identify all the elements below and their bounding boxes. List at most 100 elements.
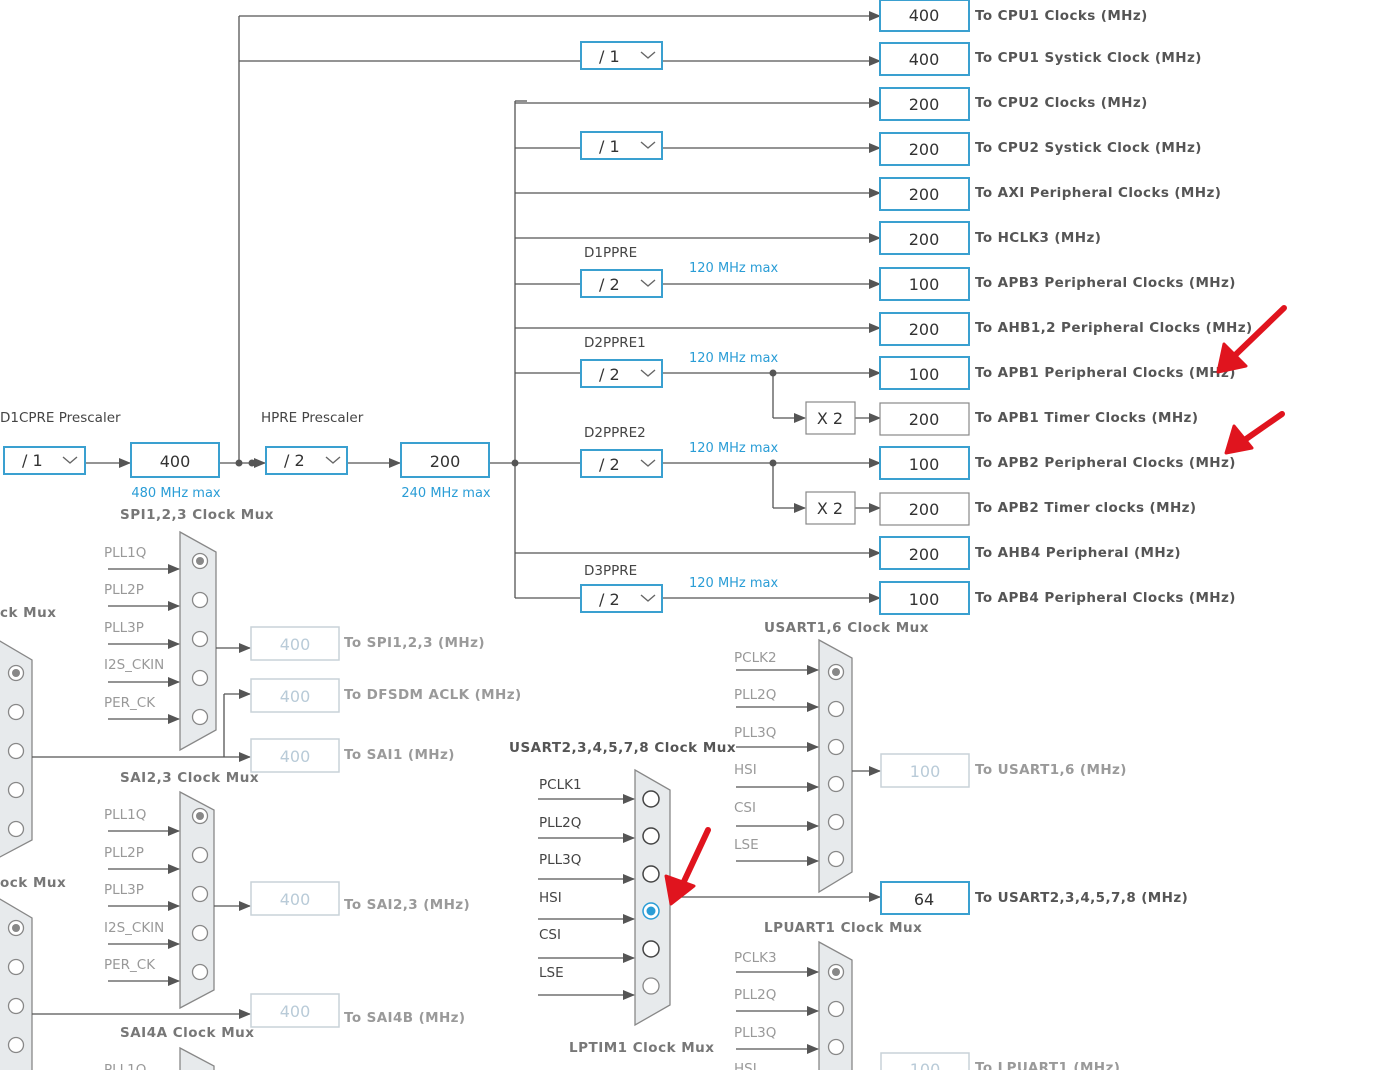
lpuart1-radio[interactable] <box>827 1038 845 1056</box>
lptim1-mux-title: LPTIM1 Clock Mux <box>569 1040 715 1056</box>
d2ppre2-select[interactable]: / 2 <box>580 449 663 478</box>
usart16-radio[interactable] <box>827 738 845 756</box>
sai23-radio[interactable] <box>191 846 209 864</box>
left-mux-a-radio[interactable] <box>7 820 25 838</box>
usart234578-radio[interactable] <box>642 977 660 995</box>
ahb4-label: To AHB4 Peripheral (MHz) <box>975 545 1181 561</box>
hclk-max: 240 MHz max <box>401 486 491 501</box>
red-arrow-apb1 <box>1216 305 1287 374</box>
left-mux-b-radio[interactable] <box>7 958 25 976</box>
apb4-value-box[interactable] <box>879 581 970 615</box>
apb2-timer-value-box <box>879 492 970 526</box>
d1cpre-select[interactable]: / 1 <box>3 446 86 475</box>
sai23-radio[interactable] <box>191 885 209 903</box>
left-mux-a-radio[interactable] <box>7 742 25 760</box>
apb1-timer-value: 200 <box>909 410 940 429</box>
sai4b-value-box <box>250 993 340 1028</box>
usart234578-output-label: To USART2,3,4,5,7,8 (MHz) <box>975 890 1188 906</box>
usart234578-radio[interactable] <box>642 865 660 883</box>
output-list: 400 To CPU1 Clocks (MHz) 400 To CPU1 Sys… <box>879 0 1252 615</box>
left-mux-b-title: ock Mux <box>0 875 66 891</box>
chevron-down-icon <box>640 369 656 377</box>
chevron-down-icon <box>640 51 656 59</box>
cpu1-clocks-value-box[interactable] <box>879 0 970 32</box>
sysclk-value-box[interactable] <box>130 442 220 478</box>
axi-value-box[interactable] <box>879 177 970 211</box>
usart234578-radio[interactable] <box>642 790 660 808</box>
left-mux-a-radio[interactable] <box>7 781 25 799</box>
cpu2-clocks-value-box[interactable] <box>879 87 970 121</box>
usart16-radio[interactable] <box>827 813 845 831</box>
apb1-value-box[interactable] <box>879 356 970 390</box>
sai23-input-label: PLL3P <box>104 882 144 898</box>
d2ppre1-value: / 2 <box>599 365 620 384</box>
spi123-radio[interactable] <box>191 591 209 609</box>
chevron-down-icon <box>62 456 78 464</box>
sai23-radio[interactable] <box>191 924 209 942</box>
d3ppre-select[interactable]: / 2 <box>580 584 663 613</box>
spi123-radio[interactable] <box>191 630 209 648</box>
usart16-radio[interactable] <box>827 850 845 868</box>
apb3-value-box[interactable] <box>879 267 970 301</box>
apb1-timer-label: To APB1 Timer Clocks (MHz) <box>975 410 1198 426</box>
cpu1-systick-select[interactable]: / 1 <box>580 41 663 70</box>
cpu1-systick-label: To CPU1 Systick Clock (MHz) <box>975 50 1202 66</box>
output-apb2-timer: 200 To APB2 Timer clocks (MHz) <box>879 492 1196 526</box>
usart234578-radio[interactable] <box>642 827 660 845</box>
left-mux-b-radio[interactable] <box>7 1036 25 1054</box>
usart234578-input-label: HSI <box>539 890 562 906</box>
hclk-value-box[interactable] <box>400 442 490 478</box>
usart16-input-label: HSI <box>734 762 757 778</box>
usart16-radio[interactable] <box>827 775 845 793</box>
left-mux-b-body <box>0 898 33 1070</box>
left-mux-b-radio[interactable] <box>7 997 25 1015</box>
usart234578-value: 64 <box>914 890 934 909</box>
apb2-timer-multiplier-label: X 2 <box>817 499 843 518</box>
apb1-timer-multiplier <box>805 401 856 435</box>
sai23-radio[interactable] <box>191 963 209 981</box>
cpu1-systick-value-box[interactable] <box>879 42 970 76</box>
usart234578-clock-mux: USART2,3,4,5,7,8 Clock Mux PCLK1 PLL2Q P… <box>509 740 1188 1056</box>
sai23-value: 400 <box>280 890 311 909</box>
spi123-input-label: PLL2P <box>104 582 144 598</box>
lpuart1-radio[interactable] <box>827 1000 845 1018</box>
dfsdm-value-box <box>250 678 340 713</box>
hclk3-label: To HCLK3 (MHz) <box>975 230 1101 246</box>
ahb4-value-box[interactable] <box>879 536 970 570</box>
radio-dot-icon <box>832 968 840 976</box>
hclk3-value-box[interactable] <box>879 221 970 255</box>
d2ppre1-select[interactable]: / 2 <box>580 359 663 388</box>
sai23-input-label: I2S_CKIN <box>104 920 164 936</box>
usart16-radio[interactable] <box>827 700 845 718</box>
d1ppre-max: 120 MHz max <box>689 261 779 276</box>
apb2-value-box[interactable] <box>879 446 970 480</box>
usart234578-input-label: PCLK1 <box>539 777 582 793</box>
apb1-timer-value-box <box>879 402 970 436</box>
dfsdm-sai1-wires: 400 To DFSDM ACLK (MHz) 400 To SAI1 (MHz… <box>32 678 521 773</box>
cpu2-systick-value-box[interactable] <box>879 132 970 166</box>
lpuart1-input-label: PLL3Q <box>734 1025 776 1041</box>
axi-value: 200 <box>909 185 940 204</box>
ahb12-value-box[interactable] <box>879 312 970 346</box>
sai23-output-label: To SAI2,3 (MHz) <box>344 897 470 913</box>
cpu2-systick-select[interactable]: / 1 <box>580 131 663 160</box>
axi-label: To AXI Peripheral Clocks (MHz) <box>975 185 1221 201</box>
spi123-input-label: PER_CK <box>104 695 156 711</box>
sai23-value-box <box>250 881 340 916</box>
radio-dot-icon <box>12 924 20 932</box>
left-mux-a-radio[interactable] <box>7 703 25 721</box>
spi123-radio[interactable] <box>191 708 209 726</box>
usart234578-value-box[interactable] <box>880 881 970 915</box>
spi123-input-label: PLL1Q <box>104 545 146 561</box>
hpre-value: / 2 <box>284 451 305 470</box>
hpre-select[interactable]: / 2 <box>265 446 348 475</box>
prescalers: D1CPRE Prescaler / 1 HPRE Prescaler / 2 … <box>0 41 779 613</box>
d1cpre-title: D1CPRE Prescaler <box>0 410 121 426</box>
sai1-output-label: To SAI1 (MHz) <box>344 747 455 763</box>
spi123-radio[interactable] <box>191 669 209 687</box>
usart234578-radio[interactable] <box>642 940 660 958</box>
d1ppre-select[interactable]: / 2 <box>580 269 663 298</box>
cpu2-clocks-label: To CPU2 Clocks (MHz) <box>975 95 1148 111</box>
chevron-down-icon <box>640 594 656 602</box>
